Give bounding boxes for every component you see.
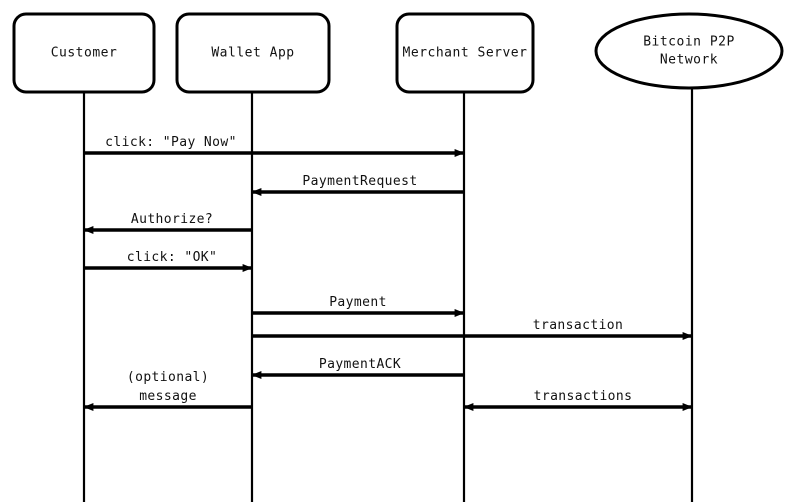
participant-box-customer[interactable] (12, 12, 156, 94)
participants-group: Customer Wallet App Merchant Server Bitcoin… (12, 12, 784, 94)
message-label-m1: click: "Pay Now" (105, 135, 237, 150)
lifelines-group (82, 88, 694, 502)
participant-label-customer: Customer (51, 46, 118, 61)
message-label-m8: (optional) (127, 370, 209, 385)
message-label-m2: PaymentRequest (302, 174, 417, 189)
participant-box-wallet[interactable] (175, 12, 331, 94)
message-label-m5: Payment (329, 295, 387, 310)
participant-box-merchant[interactable] (395, 12, 535, 94)
message-label-m6: transaction (533, 318, 624, 333)
participant-label-wallet: Wallet App (211, 46, 294, 61)
participant-label-bitcoin-line2: Network (660, 53, 718, 68)
messages-group: click: "Pay Now" PaymentRequestAuthorize?… (83, 135, 693, 411)
participant-box-bitcoin[interactable] (594, 12, 784, 90)
message-label-m3: Authorize? (131, 212, 213, 227)
message-label-m9: transactions (534, 389, 633, 404)
participant-label-merchant: Merchant Server (403, 46, 528, 61)
participant-label-bitcoin: Bitcoin P2P (643, 35, 735, 50)
message-label-m8-line2: message (139, 389, 197, 404)
message-label-m7: PaymentACK (319, 357, 401, 372)
message-label-m4: click: "OK" (127, 250, 218, 265)
